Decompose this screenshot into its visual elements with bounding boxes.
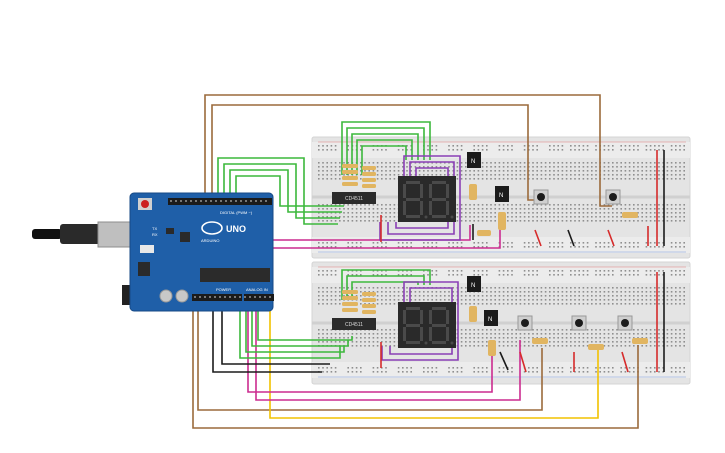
resistor-bank[interactable] bbox=[342, 164, 376, 188]
tx-label: TX bbox=[152, 226, 157, 231]
wire-brown bbox=[211, 104, 540, 216]
wire-green bbox=[223, 163, 340, 219]
resistor[interactable] bbox=[498, 212, 506, 230]
wire-green bbox=[229, 169, 342, 216]
svg-text:N: N bbox=[488, 317, 492, 323]
wire-green bbox=[235, 175, 344, 216]
transistor[interactable] bbox=[495, 186, 509, 202]
board-label: UNO bbox=[226, 224, 246, 234]
capacitor bbox=[159, 289, 173, 303]
wire-magenta bbox=[247, 304, 493, 393]
svg-text:N: N bbox=[499, 193, 503, 199]
usb-cable[interactable] bbox=[32, 229, 62, 239]
arduino-uno[interactable]: DIGITAL (PWM ~) UNO ARDUINO TX RX POWER … bbox=[32, 192, 274, 312]
transistor[interactable] bbox=[467, 276, 481, 292]
wire-green bbox=[356, 139, 413, 175]
resistor[interactable] bbox=[469, 184, 477, 200]
wire-purple bbox=[379, 155, 461, 241]
wires-green-top bbox=[217, 121, 431, 225]
decoder-chip-label: CD4511 bbox=[345, 196, 363, 202]
arduino-logo-icon bbox=[201, 221, 223, 235]
digital-header[interactable] bbox=[170, 200, 267, 202]
resistor[interactable] bbox=[622, 212, 638, 218]
analog-header-label: ANALOG IN bbox=[246, 287, 268, 292]
decoder-chip[interactable] bbox=[332, 318, 376, 330]
wire-black bbox=[212, 304, 322, 373]
atmega-chip bbox=[200, 268, 270, 282]
transistor[interactable] bbox=[484, 310, 498, 326]
wires-black bbox=[212, 304, 330, 373]
wire-green bbox=[257, 304, 353, 341]
power-header-label: POWER bbox=[216, 287, 231, 292]
breadboard-holes bbox=[318, 266, 686, 378]
wire-brown bbox=[192, 260, 639, 429]
resistor[interactable] bbox=[469, 306, 477, 322]
resistor[interactable] bbox=[532, 338, 548, 344]
resistor[interactable] bbox=[588, 344, 604, 350]
svg-text:N: N bbox=[471, 283, 475, 289]
wire-green bbox=[217, 157, 338, 225]
wire-green bbox=[346, 127, 425, 175]
wire-purple bbox=[381, 281, 459, 361]
resistor[interactable] bbox=[632, 338, 648, 344]
top-circuit: CD4511 N N bbox=[332, 150, 665, 247]
wire-green bbox=[346, 275, 425, 300]
wire-green bbox=[245, 304, 345, 353]
svg-text:N: N bbox=[471, 159, 475, 165]
resistor-bank[interactable] bbox=[342, 290, 376, 314]
wire-brown bbox=[197, 260, 543, 411]
power-analog-header[interactable] bbox=[194, 296, 271, 298]
wire-green bbox=[361, 145, 407, 175]
transistor[interactable] bbox=[467, 152, 481, 168]
bottom-circuit: CD4511 N N bbox=[332, 272, 665, 373]
capacitor bbox=[175, 289, 189, 303]
decoder-chip-label: CD4511 bbox=[345, 322, 363, 328]
resistor[interactable] bbox=[477, 230, 491, 236]
wire-green bbox=[341, 121, 431, 175]
decoder-chip[interactable] bbox=[332, 192, 376, 204]
wire-brown bbox=[204, 94, 612, 216]
brand-label: ARDUINO bbox=[201, 238, 219, 243]
resistor[interactable] bbox=[488, 340, 496, 356]
wire-green bbox=[341, 269, 431, 300]
wires-brown bbox=[192, 94, 639, 429]
digital-header-label: DIGITAL (PWM ~) bbox=[220, 210, 253, 215]
wire-green bbox=[251, 304, 349, 347]
rx-label: RX bbox=[152, 232, 158, 237]
wires-green-bottom bbox=[239, 269, 431, 359]
wire-black bbox=[221, 304, 330, 365]
wire-green bbox=[351, 133, 419, 175]
